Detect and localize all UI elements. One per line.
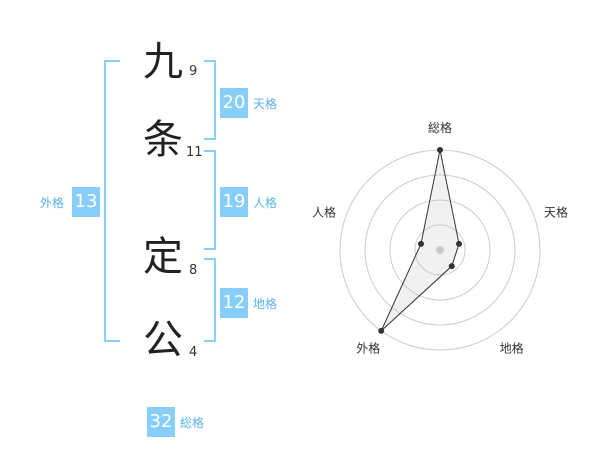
radar-axis-label-1: 総格	[428, 120, 452, 135]
chi-bracket	[204, 258, 216, 342]
sou-kaku-label: 総格	[180, 416, 205, 430]
radar-axis-label-3: 地格	[500, 341, 524, 356]
sou-kaku-value: 32	[147, 407, 175, 437]
ten-kaku-label: 天格	[253, 97, 278, 111]
chi-kaku-label: 地格	[253, 297, 278, 311]
ten-bracket	[204, 60, 216, 140]
radar-ring-2	[389, 199, 491, 301]
stroke-count-1: 9	[189, 64, 198, 79]
radar-point-3	[448, 263, 455, 270]
stroke-count-3: 8	[189, 263, 198, 278]
gai-kaku-value: 13	[72, 187, 100, 217]
radar-axis-label-4: 外格	[356, 341, 380, 356]
radar-axis-label-5: 人格	[312, 204, 336, 219]
jin-kaku-label: 人格	[253, 196, 278, 210]
radar-point-2	[456, 240, 463, 247]
jin-kaku-value: 19	[220, 187, 248, 217]
stroke-count-2: 11	[186, 145, 203, 160]
radar-ring-1	[414, 224, 466, 276]
name-char-2: 条	[143, 117, 183, 163]
gai-bracket	[104, 60, 120, 342]
name-char-3: 定	[143, 234, 183, 280]
gai-kaku-label: 外格	[40, 196, 65, 210]
radar-center	[436, 246, 444, 254]
name-char-4: 公	[143, 317, 183, 363]
radar-point-4	[378, 327, 385, 334]
name-char-1: 九	[143, 39, 183, 85]
radar-point-5	[417, 240, 424, 247]
radar-ring-3	[364, 174, 516, 326]
radar-axis-label-2: 天格	[544, 204, 568, 219]
stroke-count-4: 4	[189, 345, 198, 360]
chi-kaku-value: 12	[220, 288, 248, 318]
radar-point-1	[437, 147, 443, 153]
jin-bracket	[204, 150, 216, 250]
radar-data-polygon	[380, 149, 460, 332]
ten-kaku-value: 20	[220, 88, 248, 118]
